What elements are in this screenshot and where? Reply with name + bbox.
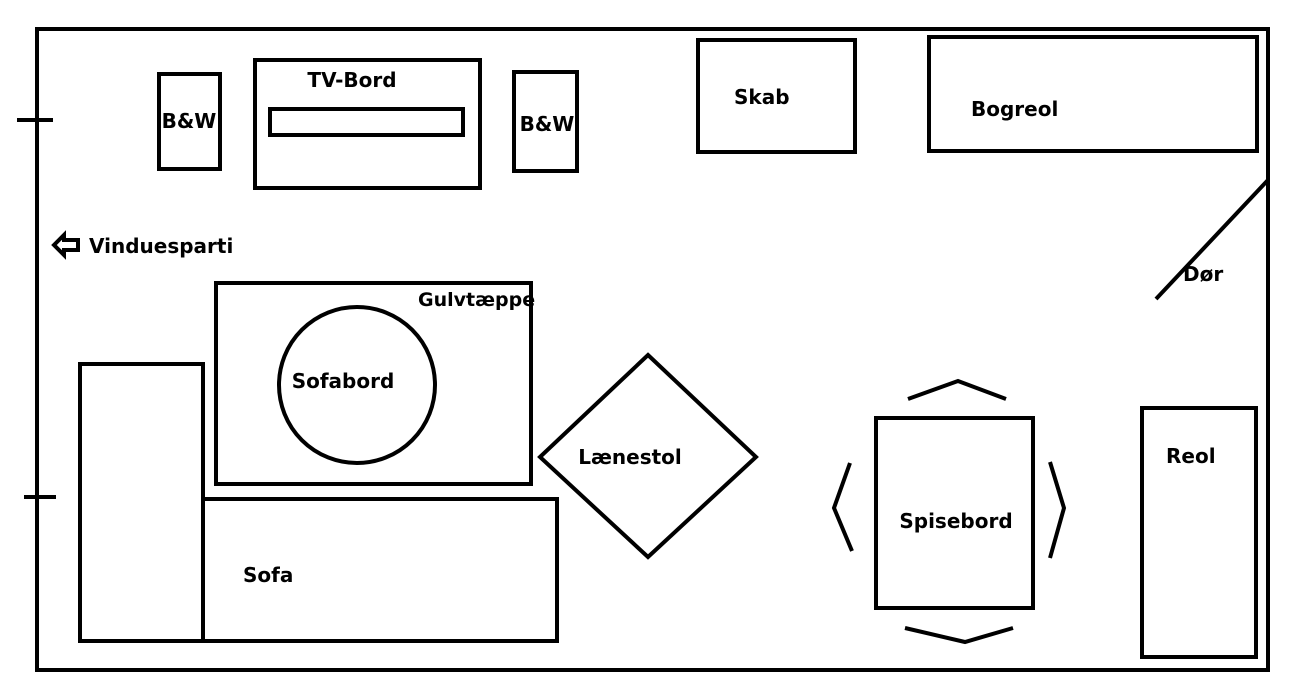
armchair-label: Lænestol (578, 445, 682, 469)
shelf: Reol (1140, 406, 1258, 659)
door-swing-line (1154, 178, 1270, 301)
rug: Gulvtæppe (214, 281, 535, 486)
speaker-left-shape (157, 72, 222, 171)
sofa-label: Sofa (243, 563, 293, 587)
speaker-left-label: B&W (162, 109, 217, 133)
dining-table: Spisebord (831, 378, 1067, 645)
speaker-right-label: B&W (520, 112, 575, 136)
coffee-table-label: Sofabord (292, 369, 395, 393)
rug-shape (214, 281, 533, 486)
speaker-right-shape (512, 70, 579, 173)
bookcase: Bogreol (927, 35, 1259, 153)
dining-table-shape (874, 416, 1035, 610)
coffee-table: Sofabord (277, 305, 437, 465)
speaker-left: B&W (157, 72, 222, 171)
bookcase-shape (927, 35, 1259, 153)
tv-bench-shape (253, 58, 482, 190)
cabinet-label: Skab (734, 85, 790, 109)
shelf-label: Reol (1166, 444, 1216, 468)
dining-chair-top (907, 378, 1007, 401)
sofa-arm-shape (78, 362, 205, 643)
tv-bench: TV-Bord (253, 58, 482, 190)
door: Dør (1154, 178, 1270, 301)
speaker-right: B&W (512, 70, 579, 173)
tv-shape (268, 107, 465, 137)
rug-label: Gulvtæppe (418, 289, 535, 311)
dining-table-label: Spisebord (899, 509, 1012, 533)
shelf-shape (1140, 406, 1258, 659)
dining-chair-left (831, 462, 854, 552)
tv-bench-label: TV-Bord (307, 68, 396, 92)
cabinet-shape (696, 38, 857, 154)
window-section: Vinduesparti (51, 230, 233, 260)
dining-chair-bottom (904, 626, 1014, 645)
window-section-label: Vinduesparti (89, 234, 233, 258)
door-label: Dør (1183, 262, 1223, 286)
dining-chair-right (1048, 461, 1067, 559)
sofa-body-shape (201, 497, 559, 643)
arrow-left-icon (51, 230, 80, 260)
sofa: Sofa (78, 362, 559, 643)
armchair: Lænestol (537, 352, 759, 560)
room-outline (35, 27, 1270, 672)
bookcase-label: Bogreol (971, 97, 1058, 121)
armchair-shape (537, 352, 759, 560)
cabinet: Skab (696, 38, 857, 154)
coffee-table-shape (277, 305, 437, 465)
